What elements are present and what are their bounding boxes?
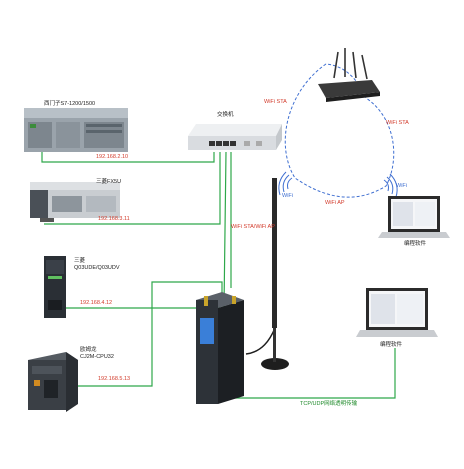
omron-label-line1: 欧姆龙: [80, 347, 97, 353]
wifi-signal-left-icon: [278, 171, 293, 196]
laptop-bottom-label: 编程软件: [380, 342, 403, 348]
wifi-right-label: WiFi: [396, 183, 407, 189]
omron-label-line2: CJ2M-CPU32: [80, 354, 114, 360]
omron-plc: [28, 352, 78, 412]
mitsubishi-fx5u-plc: [30, 182, 120, 222]
wifi-gateway-device: [196, 292, 244, 404]
wifi-left-label: WiFi: [282, 193, 293, 199]
fx5u-ip: 192.168.3.11: [98, 216, 130, 222]
fx5u-label: 三菱FX5U: [96, 179, 122, 185]
siemens-label: 西门子S7-1200/1500: [44, 101, 96, 107]
wifi-loop: [284, 63, 395, 198]
q-ip: 192.168.4.12: [80, 300, 113, 306]
link-siemens: [41, 152, 215, 163]
switch-label: 交换机: [217, 112, 234, 118]
link-omron: [72, 281, 223, 387]
mitsubishi-q-plc: [44, 256, 66, 318]
laptop-top: [378, 196, 450, 238]
wifi-ap-label: WiFi AP: [325, 200, 345, 206]
wifi-signal-right-icon: [383, 173, 398, 198]
network-switch: [188, 124, 282, 150]
laptop-top-label: 编程软件: [404, 241, 427, 247]
omron-ip: 192.168.5.13: [98, 376, 131, 382]
link-fx5u: [44, 152, 221, 225]
wifi-sta-right-label: WiFi STA: [386, 120, 409, 126]
link-gateway-laptop: [232, 348, 396, 399]
laptop-bottom: [356, 288, 438, 337]
siemens-plc: [24, 108, 128, 152]
wifi-router: [318, 48, 380, 102]
siemens-ip: 192.168.2.10: [96, 154, 129, 160]
wifi-links: [284, 63, 395, 198]
tcp-udp-caption: TCP/UDP网络透明传输: [300, 401, 358, 407]
antenna: [245, 178, 289, 370]
wifi-sta-ap-label: WiFi STA/WiFi AP: [231, 224, 275, 230]
wifi-sta-left-label: WiFi STA: [264, 99, 287, 105]
q-label-line1: 三菱: [74, 258, 86, 264]
link-q03: [64, 151, 227, 309]
q-label-line2: Q03UDE/Q03UDV: [74, 265, 120, 271]
